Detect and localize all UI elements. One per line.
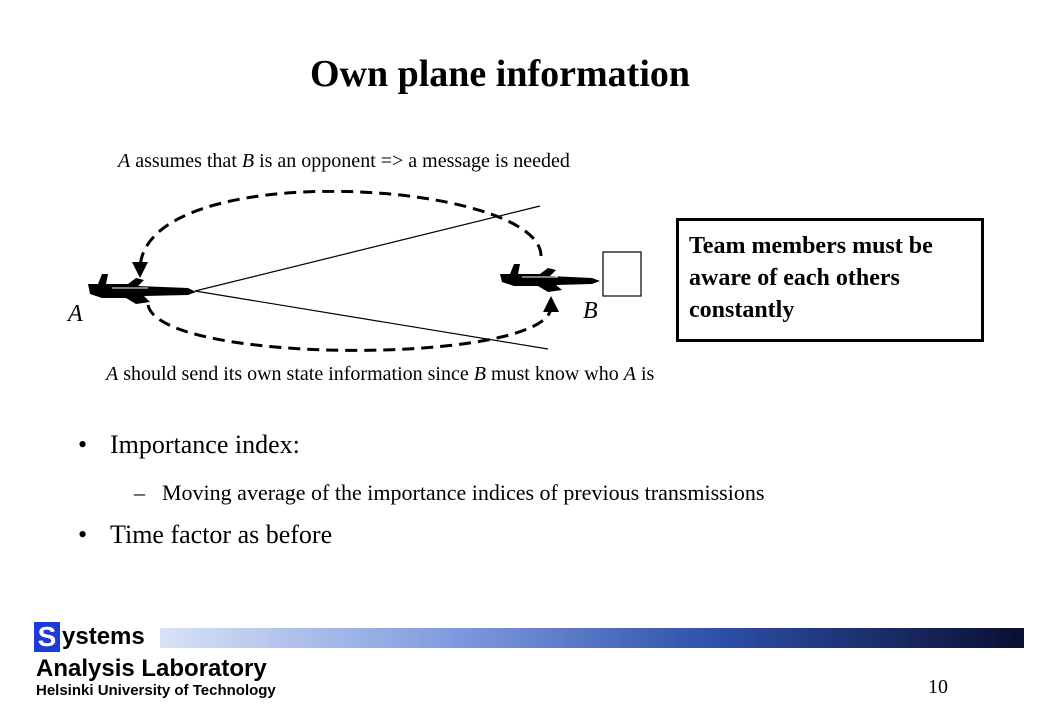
bullet-dot: • [78, 520, 88, 549]
bullet-text: Importance index: [110, 430, 300, 459]
caption-b: B [241, 150, 255, 172]
message-arc-top [138, 190, 543, 271]
caption-text: is an opponent => a message is needed [254, 150, 570, 172]
caption-text: assumes that [130, 150, 242, 172]
sub-bullet-text: Moving average of the importance indices… [162, 480, 765, 505]
aircraft-a-icon [88, 274, 196, 304]
page-number: 10 [928, 676, 948, 698]
label-a: A [66, 301, 83, 327]
top-caption: A assumes that B is an opponent => a mes… [118, 150, 570, 173]
note-box: Team members must be aware of each other… [676, 218, 984, 342]
logo-text: ystems [62, 623, 145, 650]
bullet-importance-index: • Importance index: [78, 430, 300, 460]
plane-diagram: A B [66, 190, 642, 352]
logo-initial: S [34, 622, 60, 652]
bullet-time-factor: • Time factor as before [78, 520, 332, 550]
arrowhead-top [132, 262, 148, 278]
message-arc-bottom [146, 304, 553, 352]
caption-a2: A [623, 363, 636, 385]
sensor-line-upper [194, 205, 541, 292]
lab-name: Analysis Laboratory [36, 655, 267, 682]
placeholder-box [602, 251, 642, 297]
slide-title: Own plane information [309, 53, 691, 95]
bullet-text: Time factor as before [110, 520, 333, 549]
caption-a: A [118, 150, 131, 172]
aircraft-b-icon [500, 264, 600, 292]
footer-gradient-bar [160, 628, 1024, 648]
sub-bullet-dash: – [134, 480, 145, 505]
bottom-caption: A should send its own state information … [106, 363, 654, 386]
caption-b: B [473, 363, 486, 385]
bullet-dot: • [78, 430, 88, 459]
caption-text: is [635, 363, 655, 385]
arrowhead-bottom [543, 296, 559, 312]
sensor-line-lower [194, 290, 549, 350]
university-name: Helsinki University of Technology [36, 682, 276, 699]
caption-text: should send its own state information si… [118, 363, 474, 385]
caption-a: A [106, 363, 119, 385]
caption-text: must know who [485, 363, 624, 385]
label-b: B [583, 298, 598, 324]
sub-bullet-moving-average: –Moving average of the importance indice… [134, 480, 764, 506]
